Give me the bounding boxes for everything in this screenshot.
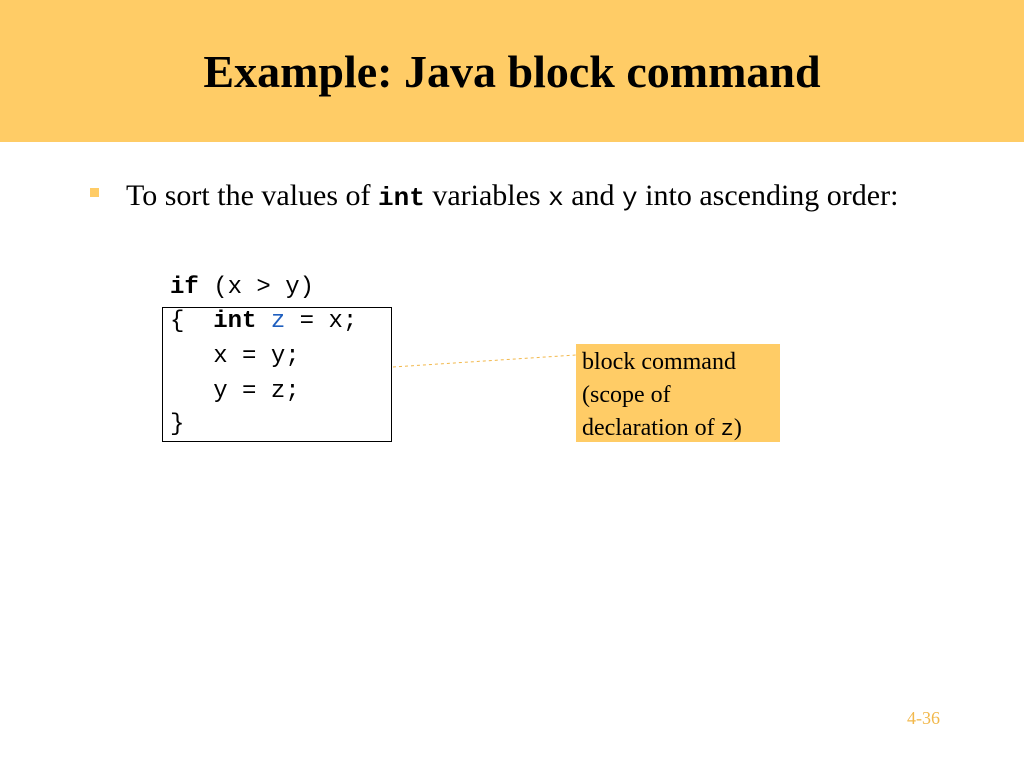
code-line-if: if (x > y) xyxy=(170,271,314,305)
callout-line-3: declaration of z) xyxy=(582,412,774,446)
code-assign-x: = x; xyxy=(285,308,358,335)
bullet-prefix: To sort the values of xyxy=(126,179,379,212)
callout-line-2: (scope of xyxy=(582,382,671,408)
bullet-suffix: into ascending order: xyxy=(637,179,899,212)
bullet-square-icon xyxy=(90,188,99,197)
bullet-var-y: y xyxy=(622,183,638,213)
code-open-brace: { xyxy=(170,308,214,335)
callout-connector-line xyxy=(392,354,577,368)
callout-var-z: z xyxy=(720,417,734,442)
bullet-text: To sort the values of int variables x an… xyxy=(126,174,966,220)
code-line-y-assign: y = z; xyxy=(170,378,300,405)
block-command-box xyxy=(162,307,392,442)
code-close-brace: } xyxy=(170,411,185,438)
callout-line-3-text: declaration of xyxy=(582,415,721,441)
code-line-x-assign: x = y; xyxy=(170,343,300,370)
callout-line-1: block command xyxy=(582,349,736,375)
bullet-keyword-int: int xyxy=(378,183,425,213)
callout-close-paren: ) xyxy=(733,415,742,441)
page-number: 4-36 xyxy=(907,708,940,728)
slide-title: Example: Java block command xyxy=(203,46,821,97)
bullet-mid: variables xyxy=(424,179,549,212)
code-if-condition: (x > y) xyxy=(198,274,315,301)
code-var-z: z xyxy=(270,308,286,335)
title-bar xyxy=(0,0,1024,142)
callout-box: block command (scope of declaration of z… xyxy=(576,344,780,442)
bullet-and: and xyxy=(563,179,623,212)
code-keyword-int: int xyxy=(213,308,257,335)
bullet-var-x: x xyxy=(548,183,564,213)
code-keyword-if: if xyxy=(170,274,199,301)
code-line-declaration: { int z = x; xyxy=(170,305,357,339)
